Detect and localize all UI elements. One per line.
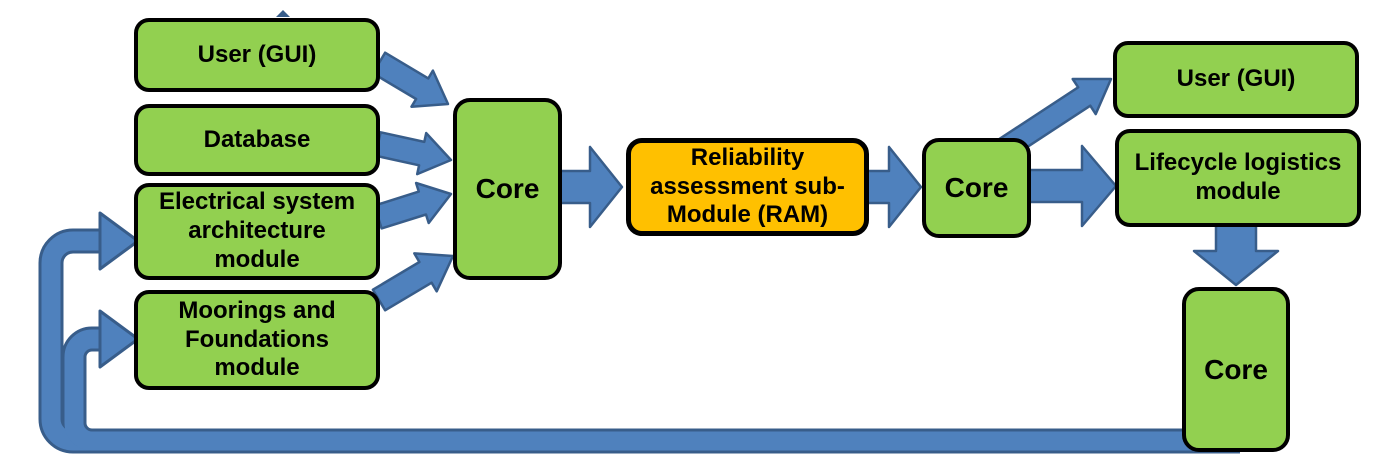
- node-label: Electrical system architecture module: [158, 188, 356, 273]
- node-electrical-system-architecture-module: Electrical system architecture module: [134, 183, 380, 280]
- edge-moorings-core_1: [371, 252, 455, 312]
- node-label: Core: [1204, 353, 1268, 385]
- node-label: Lifecycle logistics module: [1134, 149, 1342, 205]
- node-user-gui-right: User (GUI): [1113, 41, 1359, 118]
- node-core-1: Core: [453, 98, 562, 280]
- node-moorings-and-foundations-module: Moorings and Foundations module: [134, 290, 380, 390]
- node-database: Database: [134, 104, 380, 176]
- node-label: Moorings and Foundations module: [178, 296, 336, 382]
- edge-lifecycle-core_3: [1192, 222, 1280, 287]
- edge-electrical-core_1: [373, 181, 453, 230]
- cropped-arrow-tip-icon: [276, 10, 290, 17]
- node-label: User (GUI): [197, 40, 317, 68]
- node-label: Database: [203, 125, 311, 153]
- edge-ram-core_2: [862, 145, 923, 229]
- node-user-gui-left: User (GUI): [134, 18, 380, 92]
- node-core-3: Core: [1182, 287, 1290, 452]
- node-label: User (GUI): [1176, 65, 1296, 93]
- node-lifecycle-logistics-module: Lifecycle logistics module: [1115, 129, 1361, 227]
- edge-core_3-moorings-arrowhead: [98, 309, 140, 369]
- node-reliability-assessment-sub-module-ram: Reliability assessment sub- Module (RAM): [626, 138, 869, 236]
- node-label: Reliability assessment sub- Module (RAM): [650, 143, 845, 229]
- edge-core_1-ram: [557, 145, 624, 229]
- edge-core_2-lifecycle: [1026, 144, 1118, 228]
- edge-core_3-electrical-shaft: [41, 231, 1240, 451]
- edge-user_gui_left-core_1: [371, 51, 450, 108]
- edge-core_3-moorings-shaft: [64, 329, 420, 451]
- edge-core_3-electrical-arrowhead: [98, 211, 140, 271]
- node-label: Core: [475, 173, 540, 205]
- node-core-2: Core: [922, 138, 1031, 238]
- node-label: Core: [944, 172, 1009, 204]
- edge-database-core_1: [374, 131, 453, 176]
